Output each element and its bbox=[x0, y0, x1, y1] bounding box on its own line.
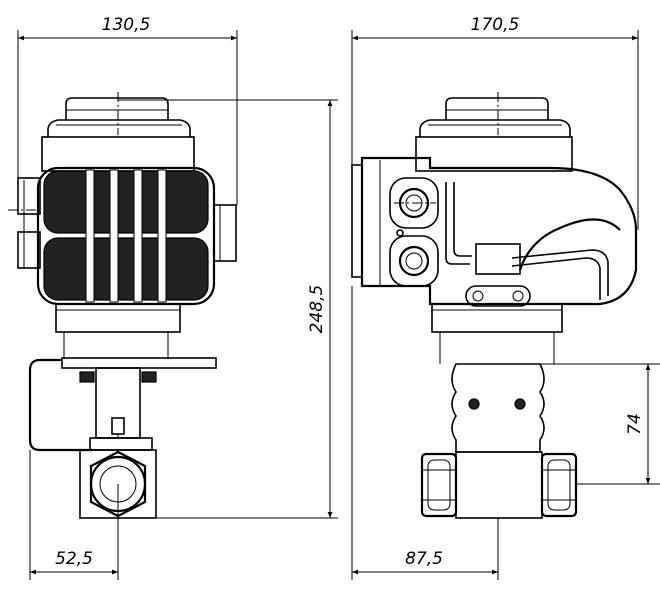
dim-port-offset: 52,5 bbox=[55, 549, 93, 569]
dim-flange-height: 74 bbox=[625, 413, 645, 435]
dimension-lines bbox=[8, 30, 660, 580]
side-ports bbox=[389, 177, 439, 287]
side-view bbox=[351, 97, 638, 519]
drum-fins bbox=[85, 169, 167, 303]
front-view bbox=[17, 97, 237, 519]
dim-side-width: 170,5 bbox=[471, 15, 520, 35]
dim-front-width: 130,5 bbox=[102, 15, 151, 35]
dim-body-offset: 87,5 bbox=[405, 549, 443, 569]
dim-overall-height: 248,5 bbox=[307, 285, 327, 334]
union-nuts bbox=[420, 452, 578, 518]
